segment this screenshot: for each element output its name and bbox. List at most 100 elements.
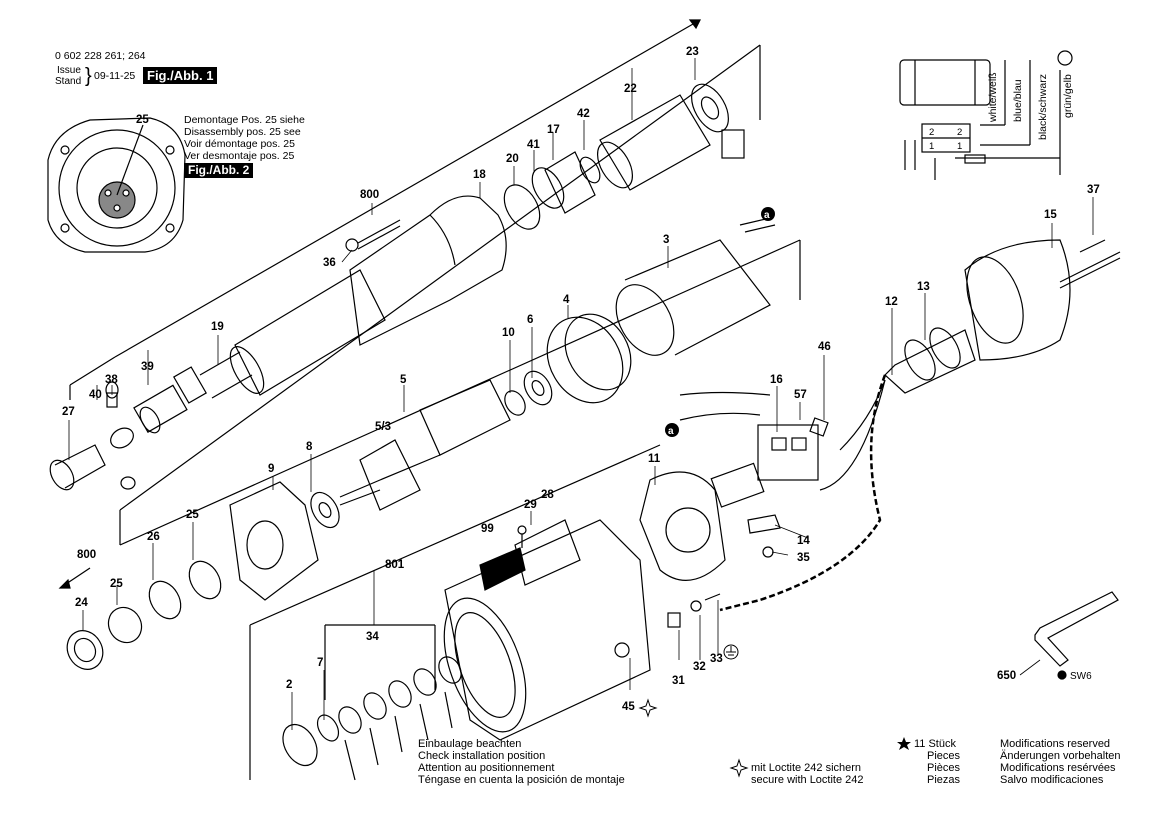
label-4: 4 [563,294,570,306]
label-99: 99 [481,523,494,535]
loctite-icon [729,758,749,778]
mount-note-de: Einbaulage beachten [418,738,522,750]
label-a-top: a [764,210,770,221]
modifications-de: Änderungen vorbehalten [1000,750,1121,762]
label-24: 24 [75,597,88,609]
label-39: 39 [141,361,154,373]
loctite-note-de: mit Loctite 242 sichern [751,762,862,774]
label-11: 11 [648,453,661,465]
modifications-fr: Modifications resérvées [1000,762,1116,774]
terminal-2-right: 2 [957,127,962,138]
label-32: 32 [693,661,706,673]
label-7: 7 [317,657,323,669]
marker-a-top [761,207,775,221]
hex-key [1034,591,1119,680]
pieces-fr: Pièces [927,762,961,774]
label-34: 34 [366,631,379,643]
terminal-1-left: 1 [929,141,934,152]
label-37: 37 [1087,184,1100,196]
label-15: 15 [1044,209,1057,221]
figure-1-badge: Fig./Abb. 1 [143,67,218,84]
label-13: 13 [917,281,930,293]
leader-lines [68,58,1094,730]
label-22: 22 [624,83,637,95]
label-801: 801 [385,559,405,571]
part-labels: 23 22 42 17 41 20 18 800 36 19 39 38 40 … [62,46,1100,713]
label-46: 46 [818,341,831,353]
flange-fig2 [47,117,186,253]
label-a-mid: a [668,426,674,437]
marker-a-mid [665,423,679,437]
label-42: 42 [577,108,590,120]
modifications-en: Modifications reserved [1000,738,1111,750]
label-28: 28 [541,489,554,501]
label-17: 17 [547,124,560,136]
label-12: 12 [885,296,898,308]
label-14: 14 [797,535,810,547]
stand-label: Stand [55,76,82,87]
loctite-icon-45 [638,698,658,718]
cable-endcap [679,239,1121,612]
terminal-2-left: 2 [929,127,934,138]
label-35: 35 [797,552,810,564]
label-800-top: 800 [360,189,379,201]
label-650: 650 [997,670,1016,682]
brace: } [85,65,92,87]
pieces-en: Pieces [927,750,961,762]
loctite-note-en: secure with Loctite 242 [751,774,864,786]
wire-blue: blue/blau [1012,79,1024,122]
wire-white: white/weiß [987,72,999,123]
label-sw6: SW6 [1070,671,1092,682]
assembly-frame-lines [58,19,801,780]
figure-2-badge: Fig./Abb. 2 [184,163,254,178]
demontage-note-en: Disassembly pos. 25 see [184,126,301,138]
demontage-note-de: Demontage Pos. 25 siehe [184,114,305,126]
label-25-left: 25 [110,578,123,590]
label-25-fig2: 25 [136,114,149,126]
label-33: 33 [710,653,723,665]
label-29: 29 [524,499,537,511]
label-3: 3 [663,234,669,246]
label-5-3: 5/3 [375,421,391,433]
label-16: 16 [770,374,783,386]
wire-green-yellow: grün/gelb [1062,74,1074,118]
modifications-es: Salvo modificaciones [1000,774,1104,786]
label-800-bottom: 800 [77,549,96,561]
star-icon [897,737,911,750]
label-2: 2 [286,679,292,691]
terminal-1-right: 1 [957,141,962,152]
label-31: 31 [672,675,685,687]
wire-labels: white/weiß blue/blau black/schwarz grün/… [929,72,1074,152]
label-38: 38 [105,374,118,386]
demontage-note-fr: Voir démontage pos. 25 [184,138,295,150]
pieces-qty: 11 Stück [914,738,956,750]
label-40: 40 [89,389,102,401]
label-19: 19 [211,321,224,333]
mount-note-en: Check installation position [418,750,546,762]
label-57: 57 [794,389,807,401]
label-9: 9 [268,463,274,475]
label-8: 8 [306,441,313,453]
label-10: 10 [502,327,515,339]
label-6: 6 [527,314,533,326]
stator-housing [443,519,651,741]
housing-upper [49,83,745,491]
label-23: 23 [686,46,699,58]
wiring-diagram [899,50,1073,180]
label-36: 36 [323,257,336,269]
label-25-mid: 25 [186,509,199,521]
label-26: 26 [147,531,160,543]
mount-note-es: Téngase en cuenta la posición de montaje [418,774,625,786]
label-18: 18 [473,169,486,181]
label-45: 45 [622,701,635,713]
rear-parts [639,417,829,628]
demontage-note-es: Ver desmontaje pos. 25 [184,150,295,162]
issue-date: 09-11-25 [94,70,136,82]
earth-icon [723,644,739,660]
label-20: 20 [506,153,519,165]
label-27: 27 [62,406,75,418]
symbols [638,644,911,778]
label-41: 41 [527,139,540,151]
